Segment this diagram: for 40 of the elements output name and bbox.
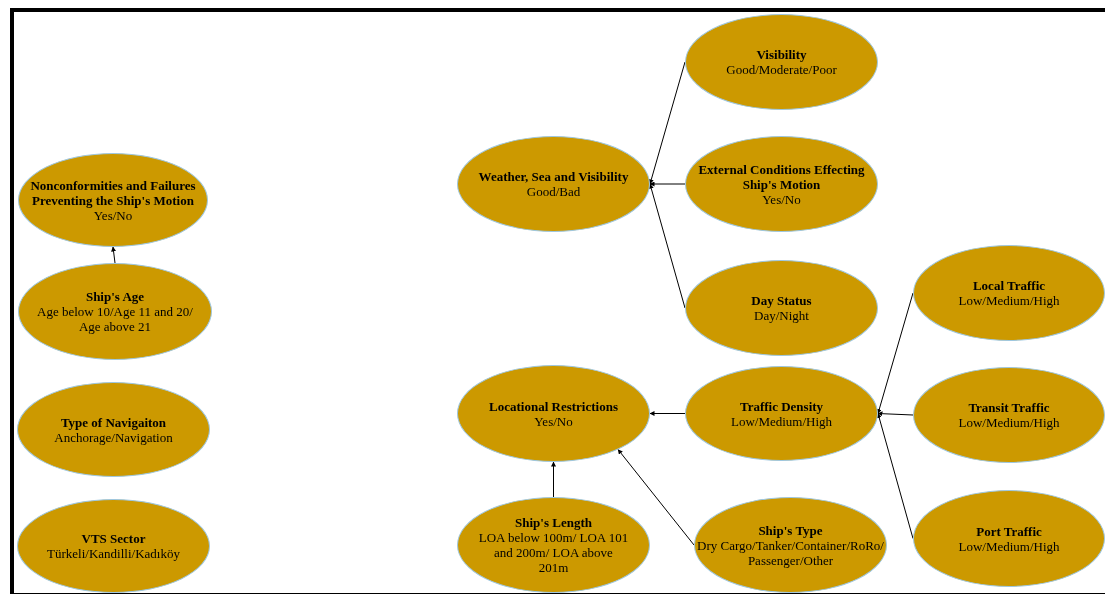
node-title: Transit Traffic <box>968 400 1050 415</box>
node-title: Traffic Density <box>739 398 824 414</box>
connector-arrow <box>648 61 686 185</box>
connector-arrow <box>111 246 117 264</box>
node-title: VTS Sector <box>81 531 146 546</box>
node-title: Ship's Length <box>515 515 592 530</box>
node-title: Nonconformities and Failures Preventing the Ship's Motion <box>29 177 197 208</box>
connector-arrow <box>876 413 914 539</box>
connector-arrow <box>649 181 686 187</box>
node-title: Ship's Type <box>758 522 823 538</box>
node-options: Good/Moderate/Poor <box>726 62 837 77</box>
connector-arrow <box>649 411 686 416</box>
node-title: External Conditions Effecting Ship's Motion <box>697 161 866 192</box>
node-title: Locational Restrictions <box>489 398 618 414</box>
node-options: Yes/No <box>534 413 573 429</box>
node-options: Yes/No <box>93 207 133 223</box>
node-options: Low/Medium/High <box>958 415 1060 430</box>
connector-arrow <box>551 461 556 498</box>
node-options: Low/Medium/High <box>730 413 833 429</box>
node-title: Visibility <box>756 47 807 62</box>
node-options: Dry Cargo/Tanker/Container/RoRo/ Passenger/Other <box>695 537 886 568</box>
node-title: Local Traffic <box>972 278 1046 293</box>
node-options: Low/Medium/High <box>958 538 1060 554</box>
node-options: Age below 10/Age 11 and 20/ Age above 21 <box>27 304 203 334</box>
connector-arrow <box>617 449 695 546</box>
connector-arrow <box>876 292 914 414</box>
connector-arrow <box>648 183 686 309</box>
node-title: Weather, Sea and Visibility <box>478 169 629 184</box>
node-title: Port Traffic <box>976 523 1042 539</box>
node-options: Good/Bad <box>526 184 581 199</box>
node-options: Anchorage/Navigation <box>54 429 173 445</box>
node-options: Türkeli/Kandilli/Kadıköy <box>47 546 180 561</box>
node-options: LOA below 100m/ LOA 101 and 200m/ LOA above 201m <box>478 530 629 575</box>
node-options: Low/Medium/High <box>958 293 1060 308</box>
node-options: Yes/No <box>762 191 801 207</box>
node-title: Ship's Age <box>85 289 145 304</box>
connector-arrow <box>877 411 914 417</box>
node-options: Day/Night <box>754 308 809 323</box>
node-title: Day Status <box>751 293 812 308</box>
node-title: Type of Navigaiton <box>60 414 167 430</box>
